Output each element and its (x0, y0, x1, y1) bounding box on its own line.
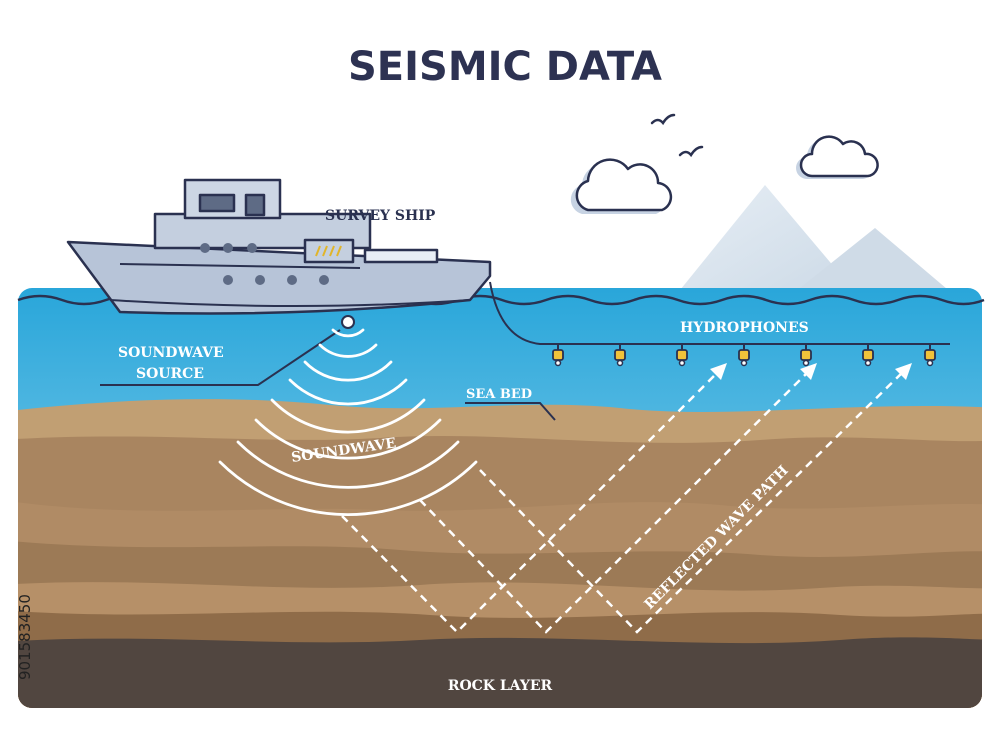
source-leader-line (100, 329, 341, 386)
tow-cable (489, 281, 950, 345)
soundwave-arcs (218, 328, 478, 517)
survey-ship (66, 178, 492, 315)
label-soundwave-source-1: SOUNDWAVE (118, 345, 224, 361)
label-hydrophones: HYDROPHONES (680, 320, 809, 336)
cloud-left-icon (570, 158, 673, 214)
cloud-right-icon (796, 135, 879, 179)
stock-id: 901583450 (16, 594, 34, 680)
reflected-wave-paths (341, 369, 906, 634)
hydrophone-icon (924, 344, 936, 367)
label-survey-ship: SURVEY SHIP (325, 208, 436, 224)
hydrophone-icon (738, 344, 750, 367)
birds-icon (650, 113, 704, 158)
rock-layer (18, 637, 982, 708)
hydrophone-icon (800, 344, 812, 367)
soundwave-source-emitter (341, 315, 355, 329)
hydrophone-array (552, 344, 936, 367)
underwater-scene (18, 288, 982, 708)
hydrophone-icon (862, 344, 874, 367)
mountains (672, 185, 960, 300)
hydrophone-icon (614, 344, 626, 367)
sea-bed-leader-line (465, 402, 556, 421)
arrowheads (710, 363, 912, 380)
label-sea-bed: SEA BED (466, 387, 532, 402)
hydrophone-icon (676, 344, 688, 367)
hydrophone-icon (552, 344, 564, 367)
page-title: SEISMIC DATA (348, 44, 662, 90)
label-rock-layer: ROCK LAYER (448, 678, 553, 694)
label-soundwave-source-2: SOURCE (136, 366, 204, 382)
